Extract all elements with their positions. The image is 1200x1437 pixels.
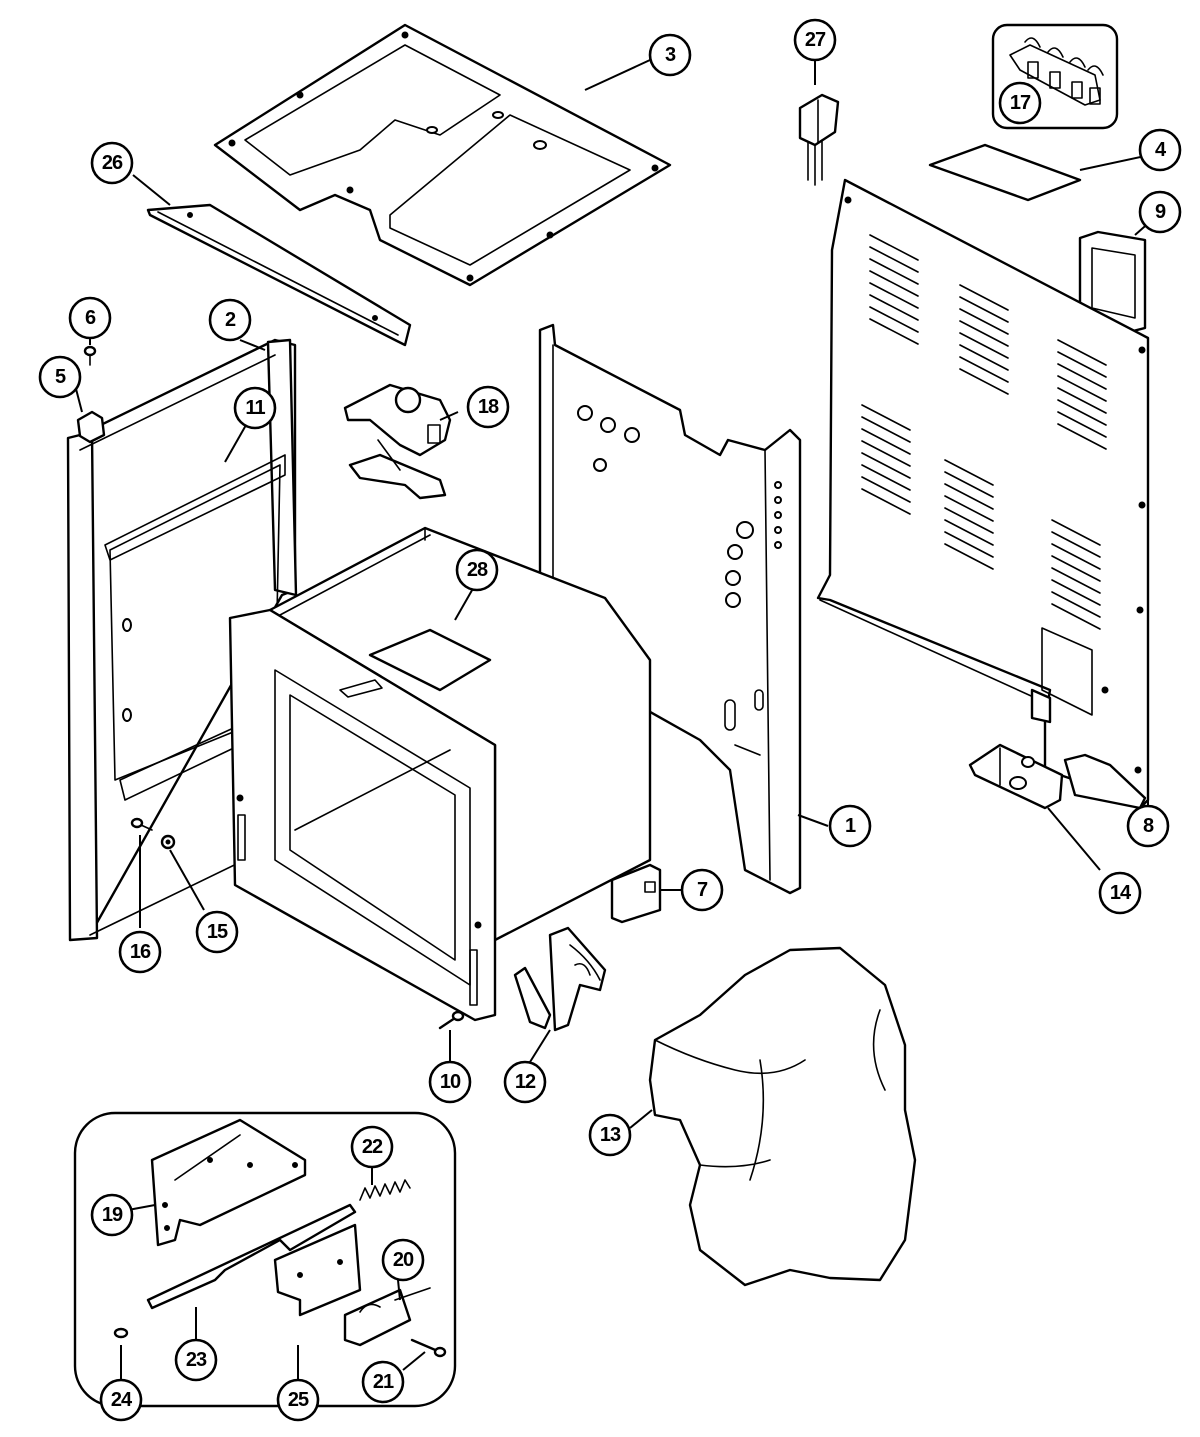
callout-1: 1: [828, 804, 872, 848]
part-4-plate: [928, 143, 1082, 202]
callout-11: 11: [233, 386, 277, 430]
callout-24: 24: [99, 1378, 143, 1422]
louver-group-4: [861, 404, 911, 515]
part-24-pin: [113, 1327, 129, 1339]
louver-group-5: [944, 459, 994, 570]
callout-16: 16: [118, 930, 162, 974]
part-13-insulation: [648, 946, 917, 1287]
svg-text:16: 16: [130, 941, 151, 963]
callout-7: 7: [680, 868, 724, 912]
svg-text:17: 17: [1010, 92, 1031, 114]
svg-text:21: 21: [373, 1371, 394, 1393]
svg-text:24: 24: [111, 1389, 133, 1411]
callout-14: 14: [1098, 871, 1142, 915]
svg-text:4: 4: [1155, 139, 1167, 161]
svg-text:25: 25: [288, 1389, 309, 1411]
part-10-screw: [438, 1010, 465, 1030]
part-20-switch: [343, 1287, 431, 1347]
callout-25: 25: [276, 1378, 320, 1422]
svg-text:8: 8: [1143, 815, 1154, 837]
svg-text:6: 6: [85, 307, 96, 329]
part-1-side-panel: [538, 323, 802, 895]
svg-text:2: 2: [225, 309, 236, 331]
svg-text:11: 11: [245, 397, 265, 419]
svg-text:18: 18: [478, 396, 499, 418]
part-7-bracket: [610, 863, 662, 924]
callout-2: 2: [208, 298, 252, 342]
part-25-plate: [273, 1223, 362, 1317]
part-19-bracket: [150, 1118, 307, 1247]
part-2-front-frame: [66, 338, 298, 942]
svg-text:3: 3: [665, 44, 676, 66]
part-6-screw: [83, 345, 97, 366]
callout-22: 22: [350, 1125, 394, 1169]
callout-13: 13: [588, 1113, 632, 1157]
oven-cavity: [228, 526, 652, 1022]
svg-text:22: 22: [362, 1136, 383, 1158]
svg-text:15: 15: [207, 921, 228, 943]
part-16-screw: [130, 817, 153, 831]
callout-12: 12: [503, 1060, 547, 1104]
callout-4: 4: [1138, 128, 1182, 172]
part-23-latch-arm: [146, 1203, 357, 1310]
louver-group-2: [959, 284, 1009, 395]
svg-text:14: 14: [1110, 882, 1132, 904]
part-22-spring: [359, 1179, 411, 1201]
part-3-top-panel: [213, 23, 672, 287]
part-27-terminal-block: [798, 93, 840, 186]
svg-text:12: 12: [515, 1071, 536, 1093]
callout-9: 9: [1138, 190, 1182, 234]
callout-20: 20: [381, 1238, 425, 1282]
callout-8: 8: [1126, 804, 1170, 848]
svg-text:9: 9: [1155, 201, 1166, 223]
callout-18: 18: [466, 385, 510, 429]
part-14-bracket: [968, 743, 1064, 810]
svg-text:28: 28: [467, 559, 488, 581]
svg-text:5: 5: [55, 366, 66, 388]
callout-10: 10: [428, 1060, 472, 1104]
svg-text:26: 26: [102, 152, 123, 174]
part-21-screw: [410, 1338, 447, 1358]
part-5-clip: [76, 410, 106, 444]
louver-group-1: [869, 234, 919, 345]
louver-group-6: [1051, 519, 1101, 630]
svg-text:27: 27: [805, 29, 826, 51]
callout-5: 5: [38, 355, 82, 399]
callout-26: 26: [90, 141, 134, 185]
callout-3: 3: [648, 33, 692, 77]
callout-17: 17: [998, 81, 1042, 125]
callout-6: 6: [68, 296, 112, 340]
inset-latch-assembly: [73, 1111, 457, 1408]
louver-group-3: [1057, 339, 1107, 450]
callout-15: 15: [195, 910, 239, 954]
callout-27: 27: [793, 18, 837, 62]
callout-23: 23: [174, 1338, 218, 1382]
part-12-hinge: [513, 926, 607, 1032]
callout-19: 19: [90, 1193, 134, 1237]
svg-text:23: 23: [186, 1349, 207, 1371]
svg-text:10: 10: [440, 1071, 461, 1093]
svg-text:1: 1: [845, 815, 856, 837]
callout-28: 28: [455, 548, 499, 592]
part-26-angle-strip: [146, 203, 412, 347]
svg-text:19: 19: [102, 1204, 123, 1226]
part-15-washer: [160, 834, 176, 850]
callout-21: 21: [361, 1360, 405, 1404]
svg-text:20: 20: [393, 1249, 414, 1271]
part-8-rear-panel: [816, 178, 1150, 810]
svg-text:7: 7: [697, 879, 708, 901]
part-18-thermostat: [343, 383, 452, 500]
svg-text:13: 13: [600, 1124, 621, 1146]
